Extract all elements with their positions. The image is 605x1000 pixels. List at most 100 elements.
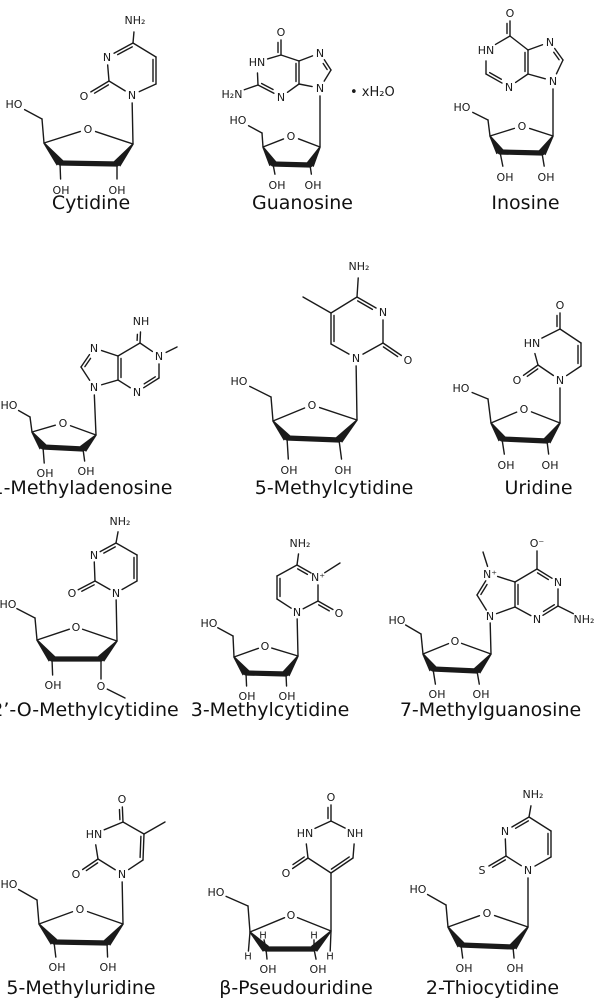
- double-bond-line: [143, 376, 156, 385]
- bond: [261, 132, 264, 148]
- bond: [514, 73, 529, 84]
- bond: [86, 910, 124, 925]
- atom-label: O: [76, 903, 85, 916]
- bold-bond: [51, 939, 110, 946]
- bond: [460, 944, 464, 959]
- bond: [382, 342, 403, 357]
- bond: [249, 916, 286, 933]
- bond: [29, 416, 33, 433]
- bond: [565, 365, 582, 377]
- bond: [471, 391, 489, 400]
- atom-label: N: [486, 610, 494, 623]
- wedge-bond: [36, 639, 56, 662]
- compound-name: 5-Methyluridine: [6, 977, 156, 999]
- bond: [541, 152, 545, 167]
- bond: [542, 605, 559, 617]
- bond: [121, 881, 124, 925]
- atom-label: O: [72, 868, 81, 881]
- bond: [422, 642, 450, 655]
- bond: [323, 59, 332, 71]
- atom-label: N: [549, 75, 557, 88]
- bond: [514, 568, 538, 583]
- bond: [276, 598, 292, 609]
- bond: [291, 857, 309, 870]
- double-bond-line: [542, 604, 555, 613]
- bond: [296, 618, 299, 657]
- bond: [296, 916, 332, 932]
- bond: [117, 342, 141, 357]
- atom-label: OH: [281, 464, 298, 477]
- wedge-bond: [306, 146, 321, 168]
- bond: [121, 806, 124, 823]
- bond: [81, 858, 99, 871]
- bold-bond: [57, 160, 120, 167]
- bond: [324, 562, 341, 574]
- atom-label: N: [155, 350, 163, 363]
- atom-label: O: [327, 791, 336, 804]
- bond: [100, 379, 119, 386]
- bond: [352, 843, 355, 859]
- bond: [536, 568, 553, 580]
- bond: [297, 138, 321, 148]
- wedge-bond: [489, 135, 504, 155]
- bond: [23, 108, 43, 120]
- atom-label: N: [501, 825, 509, 838]
- atom-label: OH: [542, 459, 559, 472]
- double-bond-line: [85, 862, 99, 872]
- bond: [276, 564, 298, 577]
- bond: [476, 670, 480, 685]
- atom-label: HN: [478, 44, 495, 57]
- bond: [81, 628, 118, 642]
- wedge-bond: [310, 930, 332, 952]
- atom-label: N: [316, 82, 324, 95]
- bond: [530, 411, 561, 424]
- bond: [257, 84, 275, 94]
- bold-bond: [243, 670, 289, 677]
- double-bond-line: [514, 820, 530, 830]
- bond: [106, 688, 126, 699]
- bond: [106, 64, 110, 82]
- bond: [494, 35, 511, 46]
- atom-label: HN: [86, 828, 103, 841]
- bond: [270, 647, 299, 657]
- bond: [77, 580, 96, 591]
- atom-label: OH: [269, 179, 286, 192]
- hydrate-note: • xH₂O: [350, 85, 395, 100]
- bond: [534, 856, 552, 867]
- atom-label: OH: [45, 679, 62, 692]
- bond: [265, 948, 268, 960]
- bond: [313, 948, 317, 960]
- atom-label: O: [84, 123, 93, 136]
- bond: [233, 647, 260, 658]
- bond: [42, 446, 45, 464]
- bond: [296, 564, 312, 574]
- bond: [36, 899, 40, 925]
- wedge-bond: [335, 419, 358, 443]
- atom-label: H: [326, 952, 334, 963]
- bond: [142, 833, 145, 861]
- bond: [509, 35, 529, 51]
- atom-label: OH: [53, 184, 70, 197]
- bond: [505, 855, 522, 867]
- compound-name: Uridine: [504, 477, 573, 499]
- bond: [263, 939, 267, 950]
- bond: [232, 635, 235, 658]
- bond: [138, 83, 157, 93]
- bond: [69, 425, 97, 436]
- bond: [355, 365, 358, 421]
- bond: [298, 83, 313, 88]
- bond: [447, 915, 481, 928]
- atom-label: N⁺: [311, 571, 325, 584]
- atom-label: OH: [37, 467, 54, 480]
- bond: [527, 44, 544, 51]
- bond: [330, 343, 350, 355]
- bond: [243, 84, 259, 91]
